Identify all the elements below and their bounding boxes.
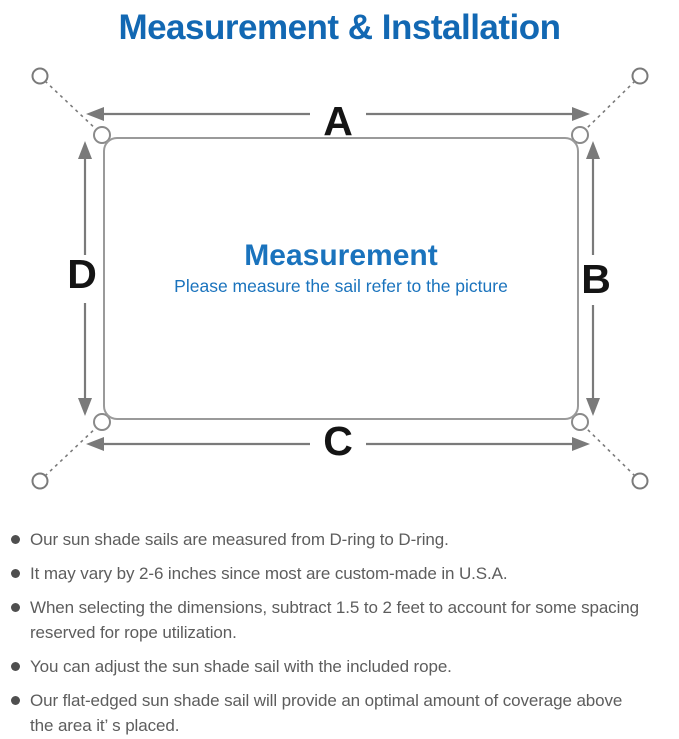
measurement-diagram: A B C D Measurement Please measure the s… bbox=[0, 58, 679, 508]
sail-outline bbox=[103, 137, 579, 420]
dimension-arrow-a bbox=[86, 107, 590, 121]
rope-dashed-line-top-right bbox=[582, 80, 636, 133]
dimension-label-d: D bbox=[67, 251, 97, 297]
bullet-icon bbox=[11, 696, 20, 705]
anchor-point-icon-bottom-left bbox=[31, 472, 49, 490]
dimension-label-b: B bbox=[581, 256, 611, 302]
anchor-point-icon-top-left bbox=[31, 67, 49, 85]
note-item: You can adjust the sun shade sail with t… bbox=[11, 654, 679, 679]
bullet-icon bbox=[11, 662, 20, 671]
d-ring-icon-top-left bbox=[93, 126, 111, 144]
dimension-arrow-b bbox=[586, 141, 600, 416]
measurement-notes-list: Our sun shade sails are measured from D-… bbox=[0, 527, 679, 738]
note-text: Our flat-edged sun shade sail will provi… bbox=[30, 691, 623, 735]
note-item: When selecting the dimensions, subtract … bbox=[11, 595, 679, 645]
d-ring-icon-bottom-left bbox=[93, 413, 111, 431]
dimension-label-a: A bbox=[323, 98, 353, 144]
diagram-center-subheading: Please measure the sail refer to the pic… bbox=[174, 276, 508, 296]
note-text: When selecting the dimensions, subtract … bbox=[30, 598, 639, 642]
d-ring-icon-top-right bbox=[571, 126, 589, 144]
diagram-center-heading: Measurement bbox=[244, 239, 437, 272]
note-text: It may vary by 2-6 inches since most are… bbox=[30, 564, 508, 583]
d-ring-icon-bottom-right bbox=[571, 413, 589, 431]
page-title: Measurement & Installation bbox=[118, 8, 561, 47]
note-text: You can adjust the sun shade sail with t… bbox=[30, 657, 452, 676]
sail-measurement-svg: A B C D Measurement Please measure the s… bbox=[31, 67, 649, 490]
anchor-point-icon-top-right bbox=[631, 67, 649, 85]
note-item: It may vary by 2-6 inches since most are… bbox=[11, 561, 679, 586]
anchor-point-icon-bottom-right bbox=[631, 472, 649, 490]
dimension-arrow-d bbox=[78, 141, 92, 416]
note-text: Our sun shade sails are measured from D-… bbox=[30, 530, 449, 549]
rope-dashed-line-bottom-left bbox=[44, 424, 100, 477]
note-item: Our flat-edged sun shade sail will provi… bbox=[11, 688, 679, 738]
rope-dashed-line-top-left bbox=[44, 80, 100, 133]
bullet-icon bbox=[11, 603, 20, 612]
bullet-icon bbox=[11, 569, 20, 578]
note-item: Our sun shade sails are measured from D-… bbox=[11, 527, 679, 552]
dimension-label-c: C bbox=[323, 418, 353, 464]
dimension-arrow-c bbox=[86, 437, 590, 451]
bullet-icon bbox=[11, 535, 20, 544]
rope-dashed-line-bottom-right bbox=[582, 424, 636, 477]
